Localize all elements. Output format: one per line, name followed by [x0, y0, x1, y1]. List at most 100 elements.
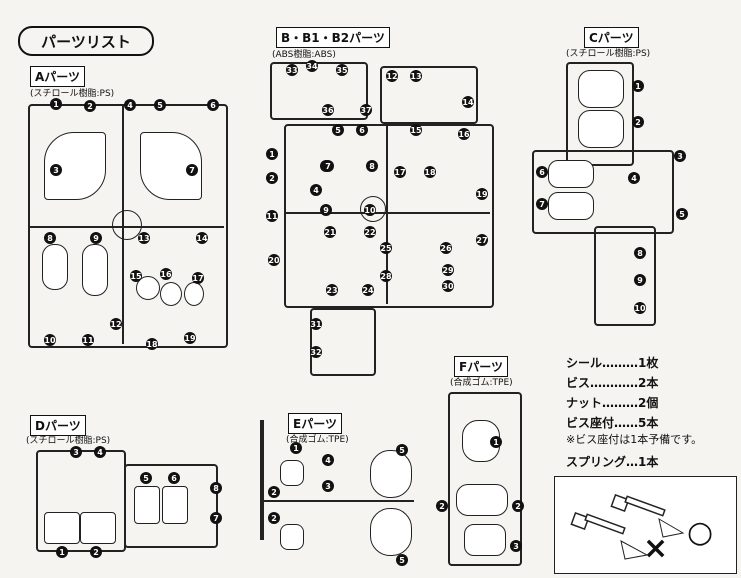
a-part-15	[136, 276, 160, 300]
c-num-3: 3	[674, 150, 686, 162]
a-num-6: 6	[207, 99, 219, 111]
c-num-5: 5	[676, 208, 688, 220]
b-num-26: 26	[440, 242, 452, 254]
accessory-nut: ナット………2個	[566, 396, 659, 410]
b-num-5: 5	[332, 124, 344, 136]
c-num-4: 4	[628, 172, 640, 184]
b-num-19: 19	[476, 188, 488, 200]
ok-mark-icon: ○	[687, 515, 714, 550]
a-num-10: 10	[44, 334, 56, 346]
accessory-screw: ビス…………2本	[566, 376, 659, 390]
e-runner-bar	[260, 420, 264, 540]
b1-runner-frame	[380, 66, 478, 124]
c-part-1	[578, 70, 624, 108]
b-num-25: 25	[380, 242, 392, 254]
b-num-9: 9	[320, 204, 332, 216]
accessory-list: シール………1枚 ビス…………2本 ナット………2個 ビス座付……5本 ※ビス座…	[566, 354, 736, 470]
d-num-1: 1	[56, 546, 68, 558]
d-part-5a	[134, 486, 160, 524]
f-num-1: 1	[490, 436, 502, 448]
d-num-8: 8	[210, 482, 222, 494]
e-part-1	[280, 524, 304, 550]
e-num-2b: 2	[268, 512, 280, 524]
a-num-14: 14	[196, 232, 208, 244]
b-runner-frame	[284, 124, 494, 308]
b-num-7: 7	[322, 160, 334, 172]
c-num-7: 7	[536, 198, 548, 210]
b-num-10: 10	[364, 204, 376, 216]
d-num-7: 7	[210, 512, 222, 524]
b-num-1: 1	[266, 148, 278, 160]
b-num-22: 22	[364, 226, 376, 238]
e-num-5: 5	[396, 444, 408, 456]
screw-illustration	[570, 494, 685, 560]
b-num-31: 31	[310, 318, 322, 330]
e-num-5b: 5	[396, 554, 408, 566]
accessory-spring: スプリング…1本	[566, 455, 659, 469]
c-lower-runner-frame	[594, 226, 656, 326]
a-num-3: 3	[50, 164, 62, 176]
c-num-8: 8	[634, 247, 646, 259]
a-num-18: 18	[146, 338, 158, 350]
c-num-6: 6	[536, 166, 548, 178]
a-num-7: 7	[186, 164, 198, 176]
d-right-runner-frame	[124, 464, 218, 548]
b-num-30: 30	[442, 280, 454, 292]
e-num-2: 2	[268, 486, 280, 498]
e-num-3: 3	[322, 480, 334, 492]
a-num-4: 4	[124, 99, 136, 111]
b-num-11: 11	[266, 210, 278, 222]
accessory-sticker: シール………1枚	[566, 356, 659, 370]
c-part-6	[548, 160, 594, 188]
a-num-12: 12	[110, 318, 122, 330]
b-num-18: 18	[424, 166, 436, 178]
a-part-8	[42, 244, 68, 290]
b-num-20: 20	[268, 254, 280, 266]
accessory-flange-screw: ビス座付……5本	[566, 416, 659, 430]
section-d-material: (スチロール樹脂:PS)	[26, 436, 111, 446]
b-num-13: 13	[410, 70, 422, 82]
screw-icon	[570, 494, 666, 535]
a-num-13: 13	[138, 232, 150, 244]
c-part-7	[548, 192, 594, 220]
b-num-35: 35	[336, 64, 348, 76]
section-e-title: Eパーツ	[288, 413, 342, 434]
b-num-4: 4	[310, 184, 322, 196]
f-num-2: 2	[436, 500, 448, 512]
b-runner-crossbar	[284, 212, 490, 214]
b-num-15: 15	[410, 124, 422, 136]
a-num-9: 9	[90, 232, 102, 244]
b-num-36: 36	[322, 104, 334, 116]
c-part-2	[578, 110, 624, 148]
b-num-23: 23	[326, 284, 338, 296]
f-part-2	[456, 484, 508, 516]
c-middle-runner-frame	[532, 150, 674, 234]
a-num-15: 15	[130, 270, 142, 282]
b-num-6: 6	[356, 124, 368, 136]
c-upper-runner-frame	[566, 62, 634, 166]
a-num-19: 19	[184, 332, 196, 344]
b-num-16: 16	[458, 128, 470, 140]
b-num-29: 29	[442, 264, 454, 276]
section-f-material: (合成ゴム:TPE)	[450, 378, 513, 388]
b-num-21: 21	[324, 226, 336, 238]
b-sub-runner-frame	[310, 308, 376, 376]
f-runner-frame	[448, 392, 522, 566]
nut-cone-icon-2	[620, 540, 649, 560]
c-num-9: 9	[634, 274, 646, 286]
a-num-2: 2	[84, 100, 96, 112]
a-part-9	[82, 244, 108, 296]
a-num-5: 5	[154, 99, 166, 111]
a-num-8: 8	[44, 232, 56, 244]
ng-mark-icon: ×	[643, 531, 669, 566]
section-a-material: (スチロール樹脂:PS)	[30, 89, 115, 99]
b-num-32: 32	[310, 346, 322, 358]
b-num-8: 8	[366, 160, 378, 172]
section-d-title: Dパーツ	[30, 415, 86, 436]
b-num-14: 14	[462, 96, 474, 108]
c-num-1: 1	[632, 80, 644, 92]
a-part-17	[184, 282, 204, 306]
b-num-28: 28	[380, 270, 392, 282]
b-num-12: 12	[386, 70, 398, 82]
section-c-material: (スチロール樹脂:PS)	[566, 49, 651, 59]
